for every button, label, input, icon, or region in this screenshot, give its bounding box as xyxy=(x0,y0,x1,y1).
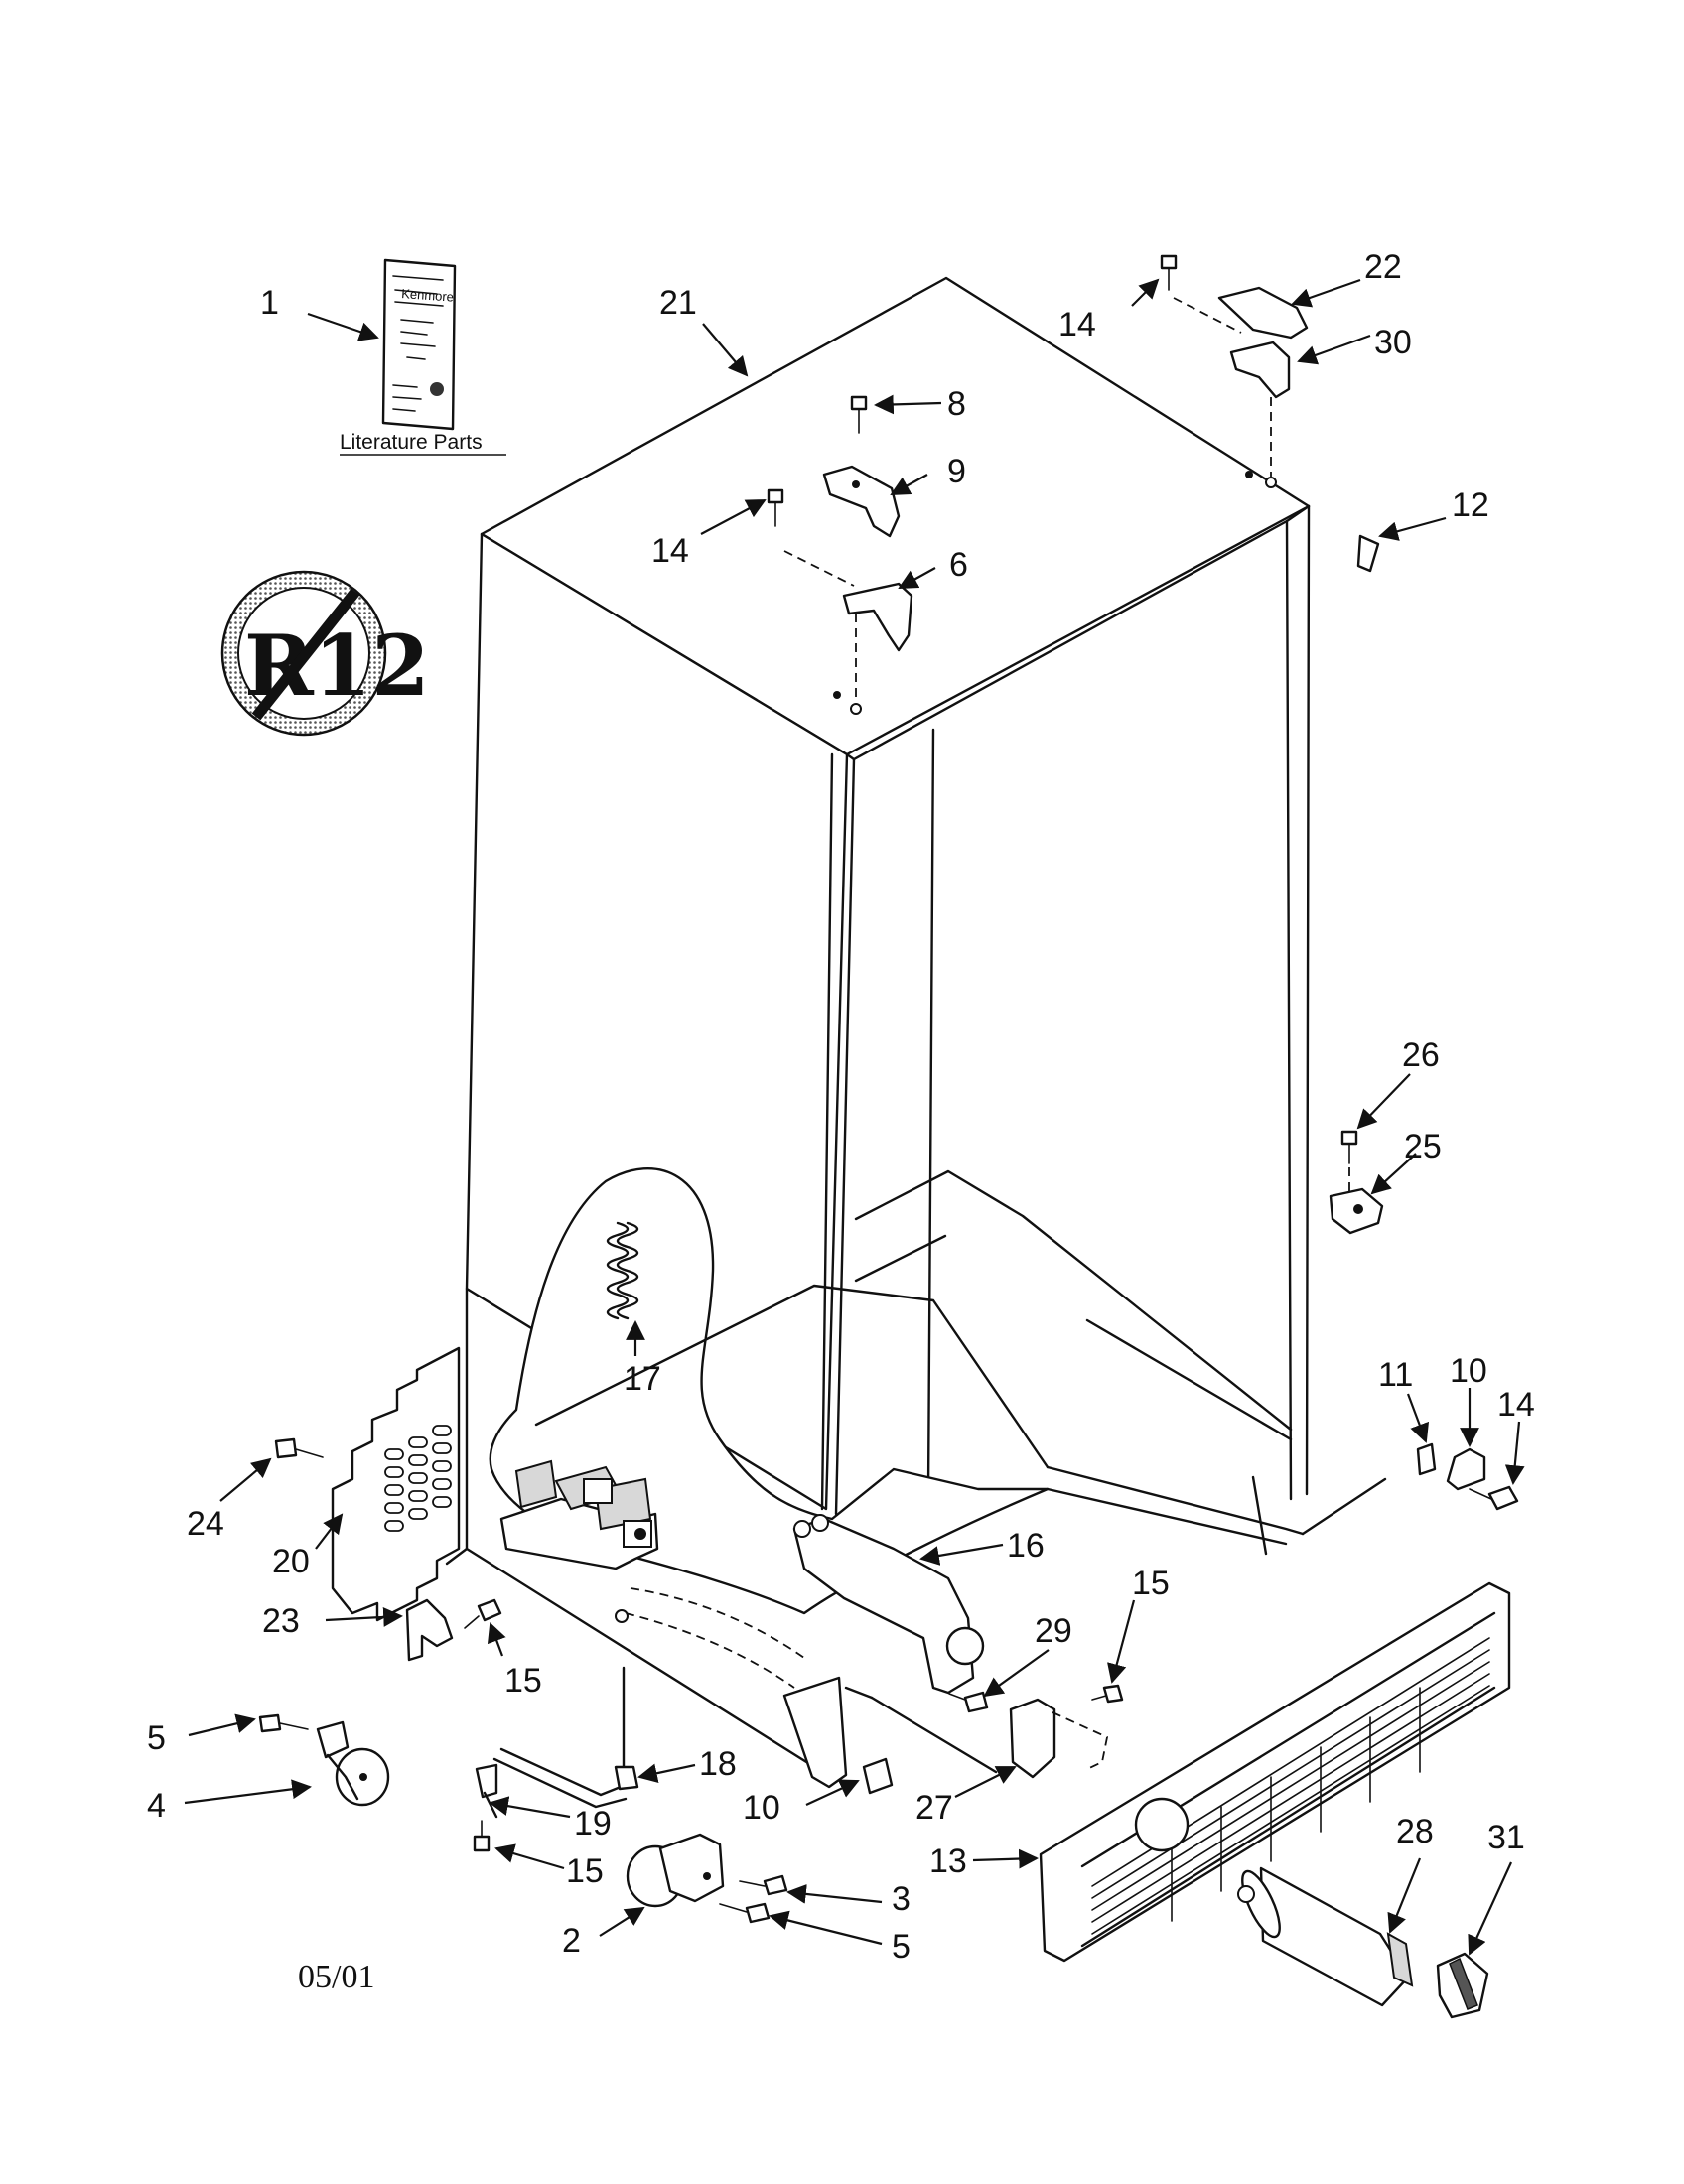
roller-part-2 xyxy=(626,1833,725,1908)
callout-15-bottom: 15 xyxy=(566,1852,604,1890)
hinge-part-30 xyxy=(1229,341,1291,399)
screw-part-14-top xyxy=(1160,254,1178,291)
callout-11: 11 xyxy=(1378,1356,1413,1394)
literature-booklet: Kenmore Literature Parts xyxy=(340,258,506,456)
callout-14-top: 14 xyxy=(1058,306,1096,343)
callout-21: 21 xyxy=(659,284,697,322)
callout-27: 27 xyxy=(915,1789,953,1827)
callout-29: 29 xyxy=(1035,1612,1072,1650)
callout-25: 25 xyxy=(1404,1128,1442,1165)
fitting-part-18 xyxy=(614,1666,639,1791)
clip-part-10-bottom xyxy=(862,1757,894,1795)
no-r12-badge: R12 xyxy=(220,570,430,737)
callout-20: 20 xyxy=(272,1543,310,1580)
callout-5-bottom: 5 xyxy=(892,1928,911,1966)
callout-22: 22 xyxy=(1364,248,1402,286)
callout-16: 16 xyxy=(1007,1527,1045,1565)
callout-1: 1 xyxy=(260,284,279,322)
callout-15-left: 15 xyxy=(504,1662,542,1700)
bracket-part-23 xyxy=(405,1598,454,1662)
rear-access-cover-part-20 xyxy=(331,1346,461,1622)
callout-9: 9 xyxy=(947,453,966,490)
callout-23: 23 xyxy=(262,1602,300,1640)
callout-12: 12 xyxy=(1452,486,1489,524)
bracket-part-27 xyxy=(1009,1698,1056,1779)
callout-6: 6 xyxy=(949,546,968,584)
hinge-cover-part-9 xyxy=(822,465,901,538)
callout-labels: 1 21 14 22 30 8 9 14 12 6 26 25 17 11 10… xyxy=(147,248,1535,1966)
callout-10-right: 10 xyxy=(1450,1352,1487,1390)
clip-part-12 xyxy=(1356,534,1380,573)
callout-18: 18 xyxy=(699,1745,737,1783)
clip-part-11 xyxy=(1416,1442,1437,1476)
svg-text:Kenmore: Kenmore xyxy=(401,286,455,305)
callout-17: 17 xyxy=(624,1360,661,1398)
date-code: 05/01 xyxy=(298,1959,374,1995)
callout-14-center: 14 xyxy=(651,532,689,570)
screw-part-15-right xyxy=(1091,1684,1124,1704)
tube-part-19 xyxy=(475,1747,628,1819)
callout-24: 24 xyxy=(187,1505,224,1543)
callout-13: 13 xyxy=(929,1843,967,1880)
spring-part-17 xyxy=(606,1221,639,1320)
callout-4: 4 xyxy=(147,1787,166,1825)
callout-3: 3 xyxy=(892,1880,911,1918)
screw-part-14-center xyxy=(767,488,784,527)
callout-31: 31 xyxy=(1487,1819,1525,1856)
water-filter-part-28 xyxy=(1237,1866,1414,2007)
callout-15-right: 15 xyxy=(1132,1565,1170,1602)
roller-part-4 xyxy=(316,1720,390,1807)
filter-cap-part-31 xyxy=(1436,1952,1489,2019)
screw-part-8 xyxy=(850,395,868,434)
callout-5-left: 5 xyxy=(147,1719,166,1757)
literature-parts-label: Literature Parts xyxy=(340,431,483,454)
housing-part-16 xyxy=(792,1514,985,1695)
screw-part-3 xyxy=(739,1874,788,1896)
screw-part-14-right xyxy=(1469,1485,1519,1511)
callout-2: 2 xyxy=(562,1922,581,1960)
callout-leaders xyxy=(184,278,1525,1956)
screw-part-26 xyxy=(1340,1130,1358,1164)
callout-30: 30 xyxy=(1374,324,1412,361)
screw-part-24 xyxy=(274,1437,324,1459)
callout-10-bottom: 10 xyxy=(743,1789,780,1827)
callout-14-right: 14 xyxy=(1497,1386,1535,1424)
callout-28: 28 xyxy=(1396,1813,1434,1850)
callout-19: 19 xyxy=(574,1805,612,1843)
water-valve-assembly xyxy=(499,1459,659,1570)
screw-part-5-bottom xyxy=(719,1902,771,1924)
toe-grille-part-13 xyxy=(1039,1581,1511,1963)
hinge-cover-part-22 xyxy=(1217,286,1309,340)
screw-part-5-left xyxy=(258,1713,309,1733)
screw-part-15-bottom xyxy=(473,1820,491,1852)
screw-part-15-left xyxy=(464,1598,502,1629)
callout-26: 26 xyxy=(1402,1036,1440,1074)
screw-part-29 xyxy=(948,1691,989,1713)
callout-8: 8 xyxy=(947,385,966,423)
bracket-part-10-right xyxy=(1446,1447,1486,1491)
